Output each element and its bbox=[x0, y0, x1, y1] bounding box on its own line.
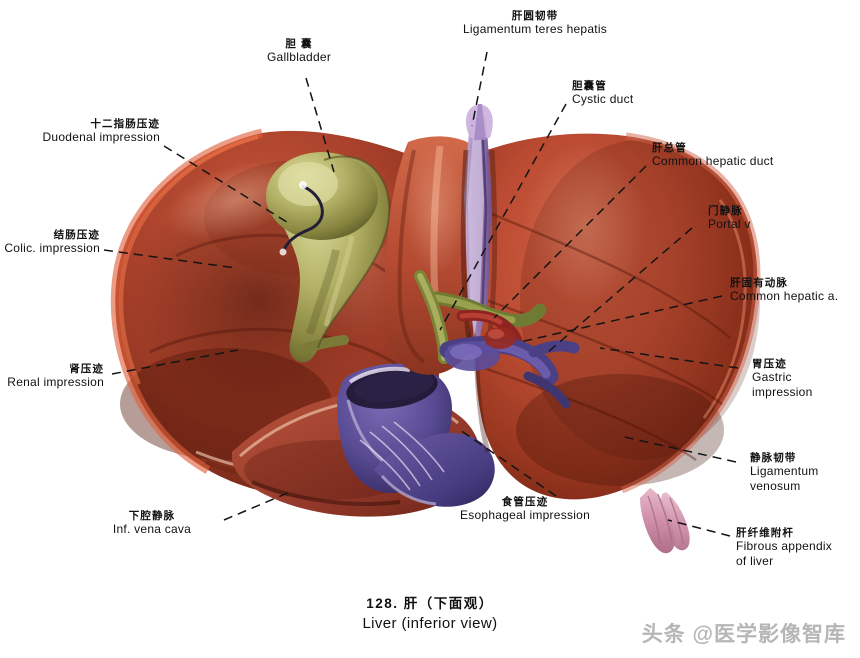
left-lobe-of-liver bbox=[473, 132, 761, 500]
label-gallbladder: 胆 囊 Gallbladder bbox=[229, 38, 369, 65]
label-duodenal-impression-en: Duodenal impression bbox=[42, 130, 160, 145]
label-portal-vein: 门静脉 Portal v bbox=[708, 205, 751, 232]
label-cystic-duct-cn: 胆囊管 bbox=[572, 80, 607, 92]
label-renal-impression-en: Renal impression bbox=[7, 375, 104, 390]
leader-common-hepatic-a bbox=[519, 295, 723, 343]
label-gallbladder-cn: 胆 囊 bbox=[285, 38, 313, 50]
leader-fibrous-appendix bbox=[667, 519, 731, 537]
leader-esophageal bbox=[459, 429, 557, 497]
label-common-hepatic-duct-cn: 肝总管 bbox=[652, 142, 687, 154]
label-colic-impression-cn: 结肠压迹 bbox=[53, 229, 100, 241]
label-ligamentum-venosum-en-2: venosum bbox=[750, 478, 801, 493]
label-portal-vein-en: Portal v bbox=[708, 217, 751, 232]
leader-ligamentum-teres bbox=[471, 51, 488, 127]
label-esophageal-impression-cn: 食管压迹 bbox=[501, 496, 549, 508]
label-ligamentum-teres-cn: 肝圆韧带 bbox=[511, 10, 559, 22]
leader-gastric-impression bbox=[599, 347, 739, 369]
label-renal-impression-cn: 肾压迹 bbox=[69, 363, 104, 375]
label-ligamentum-venosum-cn: 静脉韧带 bbox=[750, 452, 797, 464]
label-ligamentum-venosum: 静脉韧带 Ligamentum venosum bbox=[750, 452, 819, 493]
label-cystic-duct-en: Cystic duct bbox=[572, 92, 634, 107]
label-cystic-duct: 胆囊管 Cystic duct bbox=[572, 80, 633, 107]
ligamentum-teres-hepatis bbox=[460, 114, 498, 349]
label-common-hepatic-duct: 肝总管 Common hepatic duct bbox=[652, 142, 773, 169]
label-gastric-impression-cn: 胃压迹 bbox=[752, 358, 787, 370]
label-ligamentum-teres-en: Ligamentum teres hepatis bbox=[462, 22, 608, 37]
label-inferior-vena-cava-en: Inf. vena cava bbox=[112, 522, 192, 537]
label-common-hepatic-artery-en: Common hepatic a. bbox=[730, 289, 839, 304]
label-colic-impression-en: Colic. impression bbox=[4, 241, 100, 256]
fibrous-appendix-of-liver bbox=[640, 488, 690, 554]
label-esophageal-impression: 食管压迹 Esophageal impression bbox=[425, 496, 625, 523]
figure-caption-cn: 128. 肝（下面观） bbox=[366, 596, 494, 611]
label-fibrous-appendix-cn: 肝纤维附杆 bbox=[736, 527, 794, 539]
leader-common-hepatic-duct bbox=[493, 165, 647, 319]
porta-hepatis-structures bbox=[414, 270, 580, 409]
leader-duodenal-impression bbox=[163, 145, 291, 225]
leader-portal-vein bbox=[547, 227, 693, 353]
label-ligamentum-teres: 肝圆韧带 Ligamentum teres hepatis bbox=[417, 10, 653, 37]
figure-caption-en: Liver (inferior view) bbox=[362, 615, 498, 632]
label-gastric-impression-en-2: impression bbox=[752, 384, 813, 399]
label-esophageal-impression-en: Esophageal impression bbox=[460, 508, 590, 523]
leader-lines bbox=[103, 51, 739, 537]
label-renal-impression: 肾压迹 Renal impression bbox=[0, 363, 104, 390]
label-colic-impression: 结肠压迹 Colic. impression bbox=[0, 229, 100, 256]
inferior-vena-cava bbox=[337, 363, 495, 507]
label-inferior-vena-cava: 下腔静脉 Inf. vena cava bbox=[82, 510, 222, 537]
gallbladder bbox=[266, 152, 391, 363]
label-duodenal-impression: 十二指肠压迹 Duodenal impression bbox=[0, 118, 160, 145]
label-gastric-impression-en-1: Gastric bbox=[752, 370, 792, 385]
leader-cystic-duct bbox=[439, 103, 567, 331]
label-duodenal-impression-cn: 十二指肠压迹 bbox=[90, 118, 160, 130]
label-common-hepatic-artery: 肝固有动脉 Common hepatic a. bbox=[730, 277, 838, 304]
leader-inf-vena-cava bbox=[223, 491, 291, 521]
label-portal-vein-cn: 门静脉 bbox=[708, 205, 743, 217]
leader-gallbladder bbox=[305, 77, 335, 173]
figure-caption: 128. 肝（下面观） Liver (inferior view) bbox=[0, 592, 860, 632]
label-fibrous-appendix: 肝纤维附杆 Fibrous appendix of liver bbox=[736, 527, 832, 568]
leader-renal-impression bbox=[111, 349, 239, 375]
leader-ligamentum-venosum bbox=[619, 435, 737, 463]
label-ligamentum-venosum-en-1: Ligamentum bbox=[750, 464, 819, 479]
label-common-hepatic-duct-en: Common hepatic duct bbox=[652, 154, 774, 169]
label-common-hepatic-artery-cn: 肝固有动脉 bbox=[730, 277, 788, 289]
label-fibrous-appendix-en-2: of liver bbox=[736, 553, 774, 568]
watermark: 头条 @医学影像智库 bbox=[641, 623, 846, 646]
leader-colic-impression bbox=[103, 249, 237, 269]
label-inferior-vena-cava-cn: 下腔静脉 bbox=[128, 510, 176, 522]
label-gastric-impression: 胃压迹 Gastric impression bbox=[752, 358, 813, 399]
falciform-ligament-remnant bbox=[465, 104, 493, 140]
label-gallbladder-en: Gallbladder bbox=[266, 50, 332, 65]
label-fibrous-appendix-en-1: Fibrous appendix bbox=[736, 539, 833, 554]
